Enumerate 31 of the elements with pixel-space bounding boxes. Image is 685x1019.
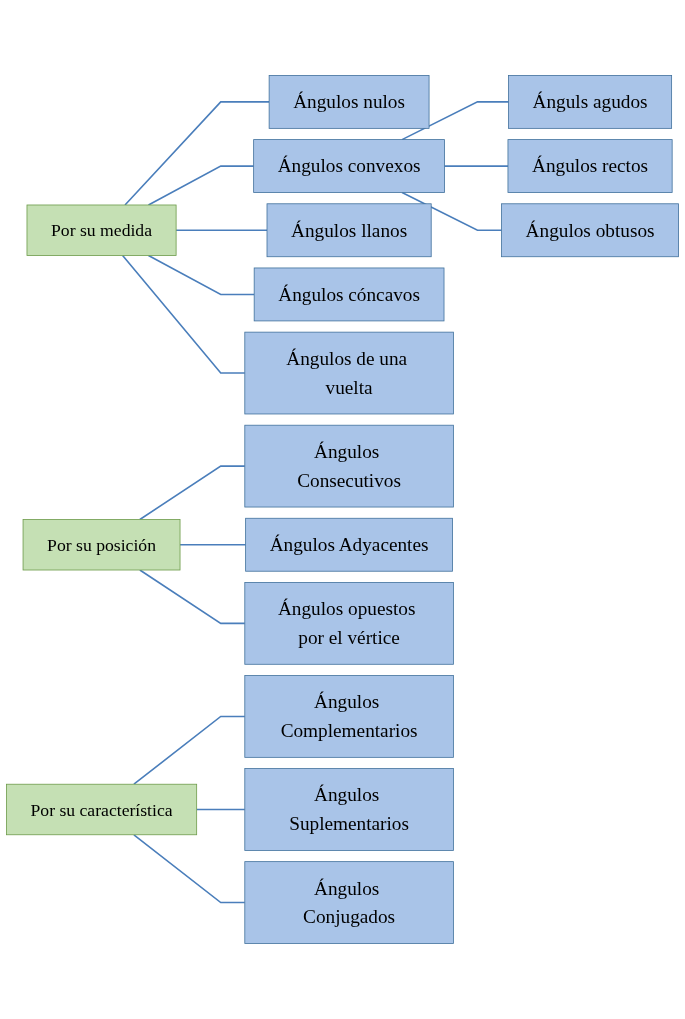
connector [139,569,246,625]
node-box: Ángulos rectos [507,139,673,193]
node-box: Ángulos Complementarios [244,675,454,758]
connector [139,465,246,521]
node-box: Ángulos Conjugados [244,861,454,944]
node-box: Ángulos Consecutivos [244,424,454,508]
node-box: Ánguls agudos [508,75,672,129]
node-box: Por su medida [26,204,177,256]
node-box: Por su posición [22,519,181,571]
connector [401,101,510,141]
connector [401,191,503,232]
connector [443,165,509,167]
connector [195,808,246,811]
node-box: Ángulos nulos [268,75,430,129]
node-box: Ángulos cóncavos [253,267,445,322]
node-box: Ángulos de una vuelta [244,331,454,415]
node-box: Ángulos convexos [253,139,445,193]
node-box: Ángulos obtusos [501,203,679,258]
connector [147,165,255,206]
node-box: Ángulos Adyacentes [245,517,453,572]
node-box: Ángulos llanos [266,203,432,258]
connector [179,544,247,546]
connector [124,101,270,206]
node-box: Ángulos Suplementarios [244,768,454,851]
connector [121,254,246,374]
node-box: Ángulos opuestos por el vértice [244,582,454,665]
connector [175,229,268,232]
connector [133,834,246,904]
connector [133,715,246,786]
connector [147,254,255,296]
node-box: Por su característica [6,783,198,836]
